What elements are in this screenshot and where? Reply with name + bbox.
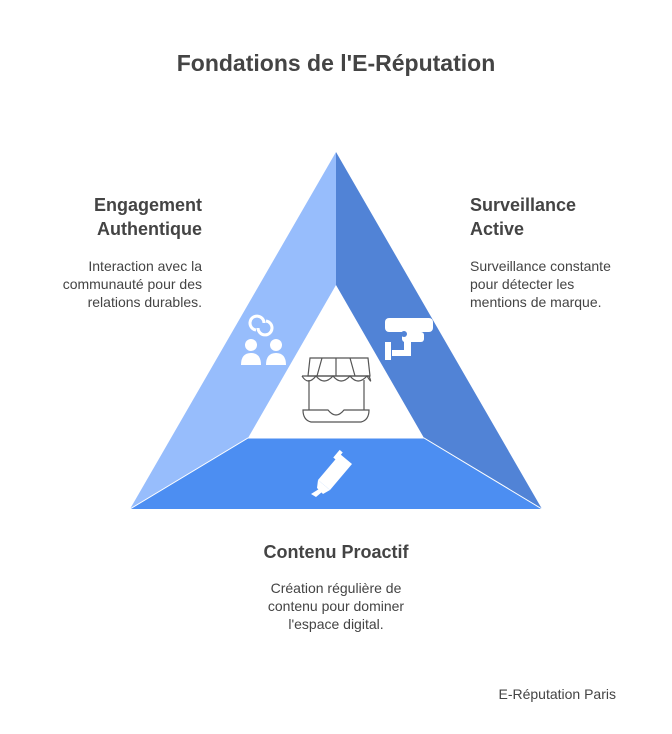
security-camera-icon bbox=[385, 318, 433, 360]
engagement-heading: Engagement Authentique bbox=[93, 195, 202, 239]
engagement-description: Interaction avec la communauté pour des … bbox=[62, 258, 202, 310]
contenu-description: Création régulière de contenu pour domin… bbox=[267, 580, 405, 632]
segment-engagement bbox=[130, 152, 336, 509]
surveillance-description: Surveillance constante pour détecter les… bbox=[470, 258, 611, 310]
surveillance-heading: Surveillance Active bbox=[470, 195, 577, 239]
segment-surveillance bbox=[336, 152, 542, 509]
footer-brand: E-Réputation Paris bbox=[498, 686, 616, 702]
contenu-heading: Contenu Proactif bbox=[263, 542, 409, 562]
page-title: Fondations de l'E-Réputation bbox=[176, 50, 496, 76]
highlighter-pen-icon bbox=[311, 449, 352, 497]
community-icon bbox=[241, 314, 286, 365]
storefront-icon bbox=[301, 357, 372, 423]
